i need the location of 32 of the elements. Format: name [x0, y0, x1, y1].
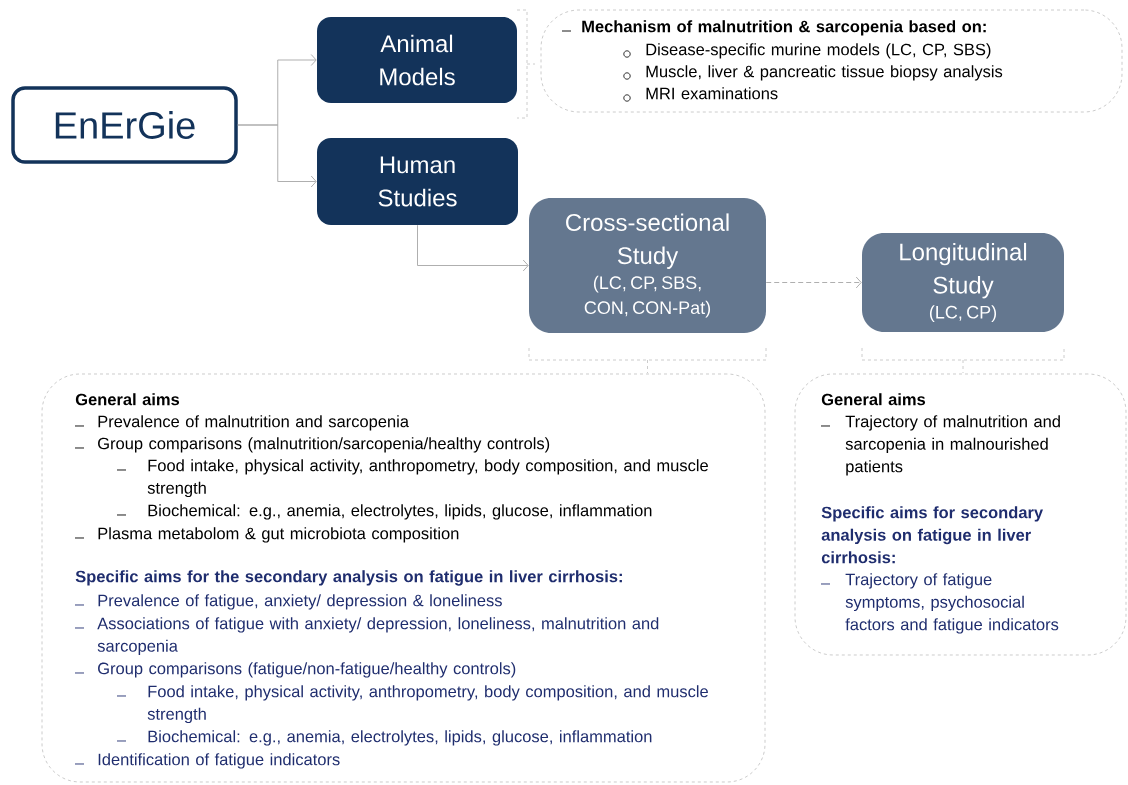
list-item: Trajectory of malnutrition and sarcopenia in malnourished patients	[845, 415, 1060, 476]
list-item: Biochemical: e.g., anemia, electrolytes, lipids, glucose, inflammation	[148, 504, 652, 520]
project-box: EnErGie	[11, 86, 238, 164]
list-item: Prevalence of fatigue, anxiety/ depression & loneliness	[98, 594, 502, 610]
study-box: Cross-sectional Study (LC, CP, SBS, CON, CON-Pat)	[529, 198, 766, 333]
aims-box	[794, 373, 1127, 656]
list-item: Prevalence of malnutrition and sarcopenia	[98, 415, 409, 431]
list-item: Muscle, liver & pancreatic tissue biopsy analysis	[646, 65, 1003, 81]
list-item: Group comparisons (malnutrition/sarcopenia/healthy controls)	[98, 437, 550, 453]
heading: Specific aims for the secondary analysis on fatigue in liver cirrhosis:	[75, 570, 622, 586]
list-item: Associations of fatigue with anxiety/ depression, loneliness, malnutrition and sarcopenia	[97, 617, 659, 656]
branch-box: Human Studies	[317, 138, 518, 225]
list-item: Disease-specific murine models (LC, CP, SBS)	[646, 43, 991, 59]
list-item: Identification of fatigue indicators	[98, 753, 340, 769]
heading: Mechanism of malnutrition & sarcopenia based on:	[582, 20, 986, 36]
heading: General aims	[75, 393, 180, 406]
arrow	[237, 124, 317, 188]
arrow	[417, 224, 529, 272]
arrow	[765, 276, 862, 289]
list-item: Biochemical: e.g., anemia, electrolytes, lipids, glucose, inflammation	[148, 730, 652, 746]
list-item: MRI examinations	[646, 87, 778, 100]
list-item: Group comparisons (fatigue/non-fatigue/healthy controls)	[98, 662, 516, 678]
list-item: Food intake, physical activity, anthropometry, body composition, and muscle strength	[147, 685, 708, 724]
heading: General aims	[821, 393, 926, 406]
study-box: Longitudinal Study (LC, CP)	[862, 233, 1064, 332]
aims-box	[540, 9, 1123, 113]
list-item: Trajectory of fatigue symptoms, psychosocial factors and fatigue indicators	[845, 573, 1059, 634]
heading: Specific aims for secondary analysis on fatigue in liver cirrhosis:	[821, 506, 1043, 564]
branch-box: Animal Models	[317, 17, 517, 103]
list-item: Plasma metabolom & gut microbiota composition	[98, 527, 459, 543]
aims-box	[41, 373, 766, 783]
list-item: Food intake, physical activity, anthropometry, body composition, and muscle strength	[147, 459, 708, 498]
